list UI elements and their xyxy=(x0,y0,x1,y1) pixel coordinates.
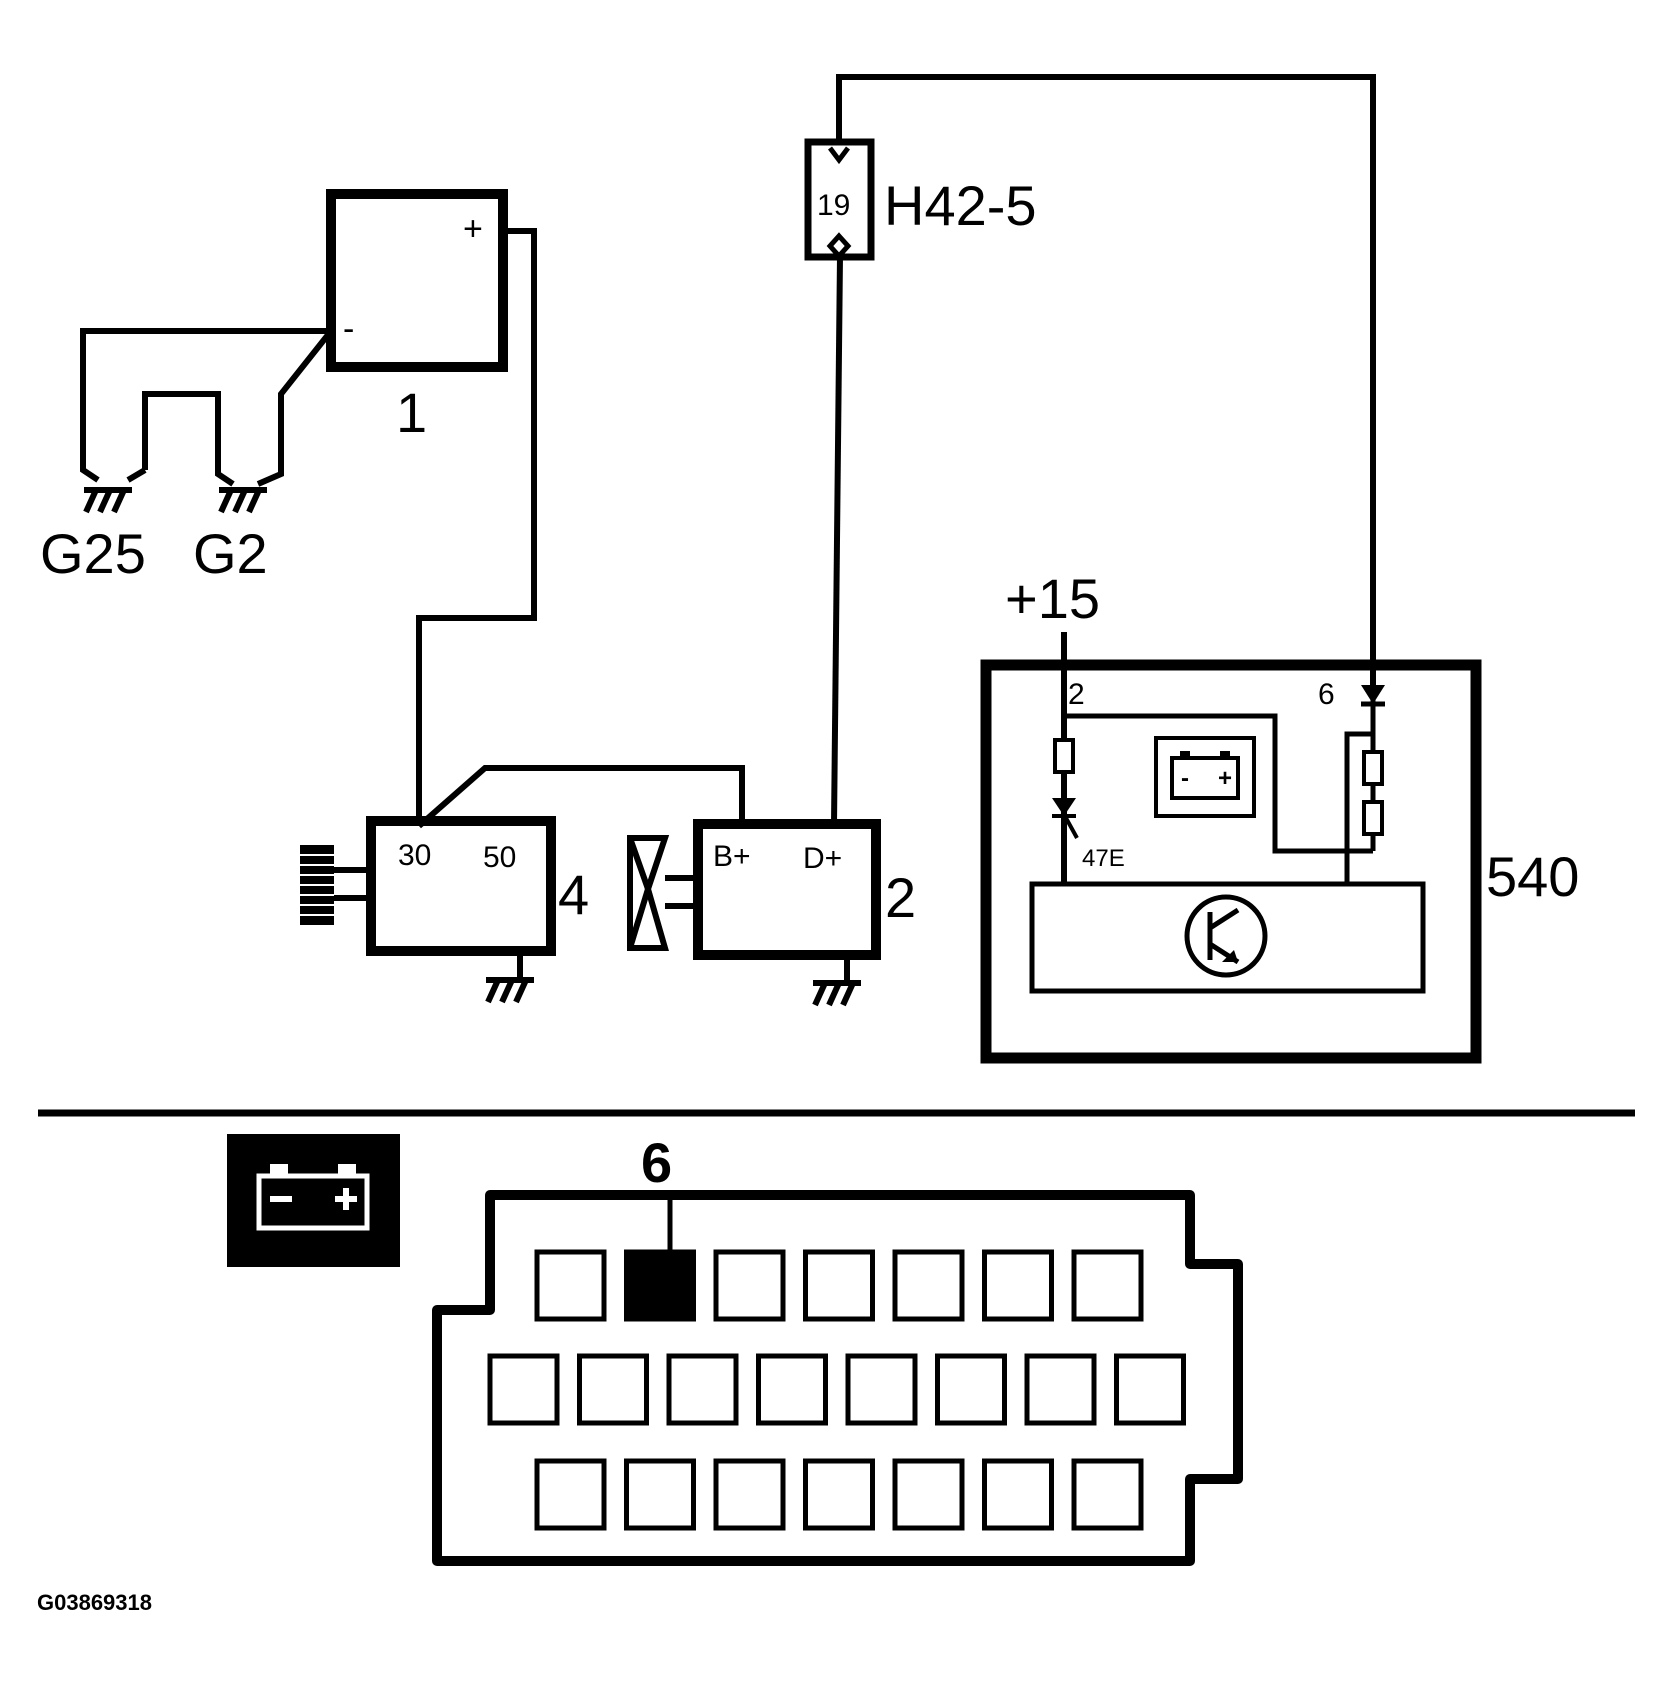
starter-motor: 30 50 4 xyxy=(300,816,589,956)
connector-pin-19: 19 xyxy=(817,189,850,222)
ground-g25-symbol xyxy=(84,490,132,512)
control-unit-pin-2: 2 xyxy=(1068,678,1085,711)
connector-pin xyxy=(756,1353,828,1426)
connector-pin xyxy=(1071,1458,1144,1531)
connector-pin xyxy=(892,1249,965,1322)
starter-ground-symbol xyxy=(486,980,534,1002)
wire-connector-to-control-unit xyxy=(836,74,1376,692)
alternator-id-label: 2 xyxy=(885,866,916,929)
control-unit-resistor-47e: 47E xyxy=(1082,845,1125,872)
starter-id-label: 4 xyxy=(558,863,589,926)
starter-term-30: 30 xyxy=(398,839,431,872)
wire-starter-to-alternator xyxy=(417,765,745,829)
connector-pin xyxy=(1071,1249,1144,1322)
battery-wiring xyxy=(80,228,537,826)
connector-pin-highlighted xyxy=(624,1249,696,1322)
starter-term-50: 50 xyxy=(483,841,516,874)
battery-warning-icon xyxy=(227,1134,400,1267)
highlighted-pin-label: 6 xyxy=(641,1131,672,1194)
alternator: B+ D+ 2 xyxy=(627,819,916,960)
ground-g2-symbol xyxy=(219,490,267,512)
connector-h42-5: 19 H42-5 xyxy=(804,138,1037,261)
alternator-ground-symbol xyxy=(813,983,861,1005)
control-unit-540: 540 +15 2 6 47E - + xyxy=(980,567,1579,1064)
control-unit-pin-6: 6 xyxy=(1318,678,1335,711)
connector-pin xyxy=(803,1249,875,1322)
connector-pin xyxy=(892,1458,965,1531)
alternator-term-d: D+ xyxy=(803,842,842,875)
connector-id-label: H42-5 xyxy=(884,174,1037,237)
connector-pin xyxy=(577,1353,649,1426)
battery-id-label: 1 xyxy=(396,381,427,444)
ground-g2-label: G2 xyxy=(193,522,268,585)
battery-minus-label: - xyxy=(343,310,354,348)
connector-pin xyxy=(935,1353,1007,1426)
svg-text:+: + xyxy=(1218,765,1232,792)
svg-text:-: - xyxy=(1181,765,1189,792)
connector-pin xyxy=(487,1353,560,1426)
connector-pin xyxy=(713,1249,786,1322)
connector-pin xyxy=(803,1458,875,1531)
connector-pin xyxy=(624,1458,696,1531)
connector-pin xyxy=(534,1458,607,1531)
connector-pin xyxy=(713,1458,786,1531)
figure-code: G03869318 xyxy=(37,1590,152,1615)
connector-pin xyxy=(845,1353,918,1426)
alternator-term-b: B+ xyxy=(713,840,751,873)
battery: + - 1 xyxy=(326,189,508,444)
connector-pin xyxy=(666,1353,739,1426)
control-unit-id-label: 540 xyxy=(1486,845,1579,908)
wire-d-plus-to-connector xyxy=(831,255,843,825)
ground-g25-label: G25 xyxy=(40,522,146,585)
connector-pin xyxy=(1114,1353,1186,1426)
connector-face-view: 6 xyxy=(432,1131,1243,1566)
battery-plus-label: + xyxy=(463,210,483,248)
connector-pin xyxy=(534,1249,607,1322)
connector-pins xyxy=(487,1249,1186,1531)
connector-pin xyxy=(982,1249,1054,1322)
supply-plus-15-label: +15 xyxy=(1005,567,1100,630)
connector-pin xyxy=(982,1458,1054,1531)
connector-pin xyxy=(1024,1353,1097,1426)
